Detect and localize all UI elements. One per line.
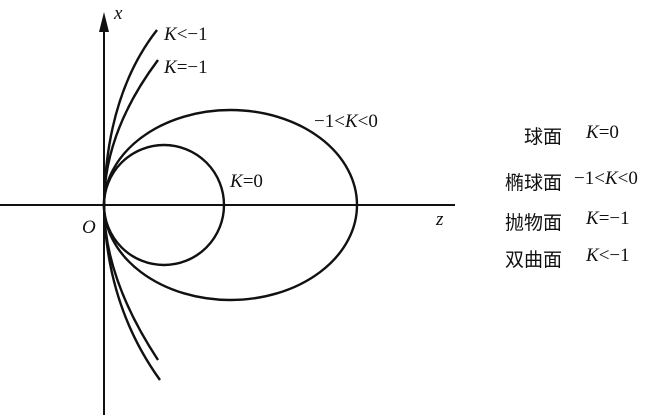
legend-value: K=0: [586, 122, 619, 143]
legend-name: 球面: [523, 126, 562, 148]
parabola-label: K=−1: [164, 57, 208, 78]
paraboloid-curve: [102, 59, 160, 361]
legend-value: −1<K<0: [574, 168, 638, 189]
legend-name: 椭球面: [504, 172, 562, 194]
legend-name: 抛物面: [504, 212, 562, 234]
legend-name: 双曲面: [504, 249, 562, 271]
ellipse-label: −1<K<0: [314, 111, 378, 132]
origin-label: O: [82, 217, 96, 238]
hyperbola-label: K<−1: [164, 24, 208, 45]
sphere-label: K=0: [230, 171, 263, 192]
legend-value: K<−1: [586, 245, 630, 266]
x-axis-arrow: [99, 12, 109, 32]
x-axis-label: x: [114, 3, 123, 24]
hyperboloid-curve: [102, 29, 161, 381]
legend-value: K=−1: [586, 208, 630, 229]
z-axis-label: z: [436, 209, 444, 230]
